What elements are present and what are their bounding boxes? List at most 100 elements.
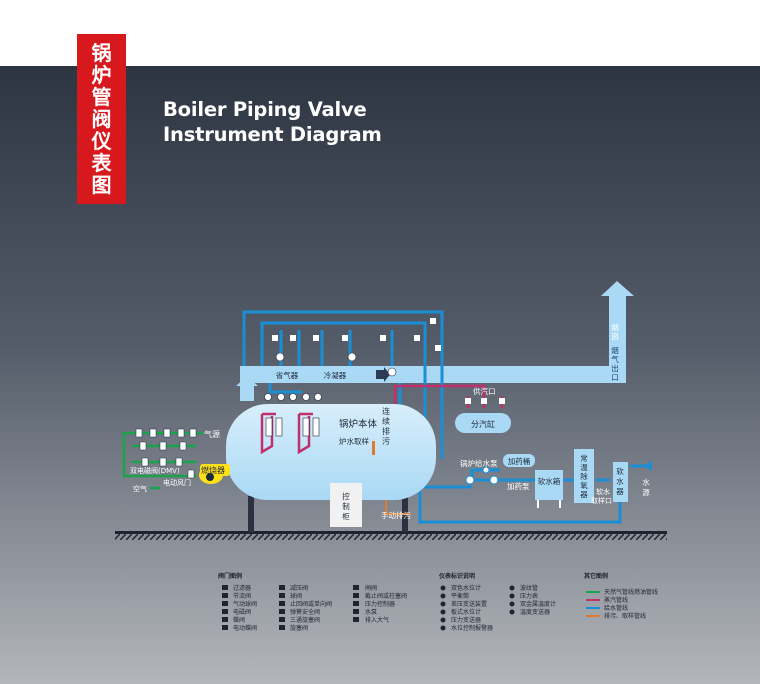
- legend-valve-item: 气动球阀: [233, 600, 257, 608]
- legend-valve-item: 过滤器: [233, 584, 251, 592]
- manual-blowdown-pipe: [385, 500, 410, 515]
- legend-instrument-item: 压力表: [520, 592, 538, 600]
- manual-blowdown-label: 手动排污: [381, 510, 411, 520]
- economizer-label: 省气器: [276, 370, 299, 380]
- water-source-arrow-icon: [644, 461, 652, 471]
- flue-outlet-label: 烟 气 出 口: [611, 346, 619, 382]
- flue-duct: [236, 281, 634, 401]
- steam-header-label: 分汽缸: [471, 419, 495, 429]
- title-line-2: Instrument Diagram: [163, 123, 382, 146]
- badge-char: 管: [91, 85, 112, 109]
- legend-others: 其它图例 天然气管线燃油管线 蒸汽管线 给水管线 排污、取样管线: [584, 572, 658, 620]
- water-char-1: 源: [642, 488, 650, 497]
- gas-source-label: 气源: [204, 429, 220, 439]
- legend-others-title: 其它图例: [584, 572, 608, 580]
- chimney-char-1: 囱: [611, 331, 619, 341]
- legend-valve-item: 三通旋塞阀: [290, 616, 320, 624]
- top-instruments: [264, 393, 322, 401]
- cabinet-char-2: 柜: [342, 511, 350, 521]
- badge-char: 阀: [91, 107, 112, 131]
- chimney-char-0: 烟: [611, 323, 619, 332]
- deaerator: [574, 449, 594, 503]
- air-damper-label: 电动风门: [163, 478, 191, 487]
- legend-line-item: 给水管线: [604, 604, 628, 612]
- burner-label: 燃烧器: [201, 465, 225, 475]
- legend-instrument-item: 压力变送器: [451, 616, 481, 624]
- soft-sample-line-0: 软水: [596, 487, 610, 496]
- legend-instrument-item: 板式水位计: [451, 608, 481, 616]
- chimney-label: 烟 囱: [611, 323, 619, 341]
- badge-char: 表: [91, 151, 112, 175]
- legend-valve-item: 蝶阀: [233, 616, 245, 624]
- legend-instrument-item: 温度变送器: [520, 608, 550, 616]
- legend-valve-item: 水泵: [365, 608, 377, 616]
- flue-arrow-icon: [376, 367, 390, 382]
- ground-hatch: [115, 534, 667, 540]
- legend-valve-item: 减压阀: [290, 584, 308, 592]
- boiler-support-left: [248, 496, 254, 532]
- boiler-body-label: 锅炉本体: [339, 418, 378, 430]
- legend-instrument-icons: [440, 585, 515, 631]
- furnace-sample-label: 炉水取样: [339, 436, 369, 446]
- softener-char-0: 软: [616, 466, 624, 476]
- page-title: Boiler Piping Valve Instrument Diagram: [163, 97, 382, 147]
- legend-instrument-item: 平衡筒: [451, 592, 469, 600]
- condenser-label: 冷凝器: [324, 370, 347, 380]
- softener: [613, 462, 628, 502]
- soft-water-tank-label: 软水箱: [538, 476, 561, 486]
- legend-valve-item: 止回阀或单向阀: [290, 600, 332, 608]
- flue-char-2: 出: [611, 363, 619, 373]
- steam-header: [455, 413, 511, 433]
- legend-line-item: 天然气管线燃油管线: [604, 588, 658, 596]
- blowdown-char-2: 排: [382, 426, 390, 436]
- legend-valve-item: 电动蝶阀: [233, 624, 257, 632]
- legend-valve-item: 压力控制器: [365, 600, 395, 608]
- legend-valves: 阀门图例 过滤器 节流阀 气动球阀 电磁阀 蝶阀 电动蝶阀 减压阀 球阀 止回阀…: [218, 572, 407, 632]
- softener-char-2: 器: [616, 487, 624, 496]
- deaerator-label: 常 温 除 氧 器: [580, 454, 588, 499]
- water-char-0: 水: [642, 477, 650, 487]
- top-valves: [272, 318, 441, 351]
- gas-valves: [135, 428, 197, 479]
- burner: [199, 464, 230, 484]
- deaerator-char-2: 除: [580, 471, 588, 481]
- water-source-label: 水 源: [642, 477, 650, 497]
- legend-valve-item: 旋塞阀: [290, 624, 308, 632]
- badge-char: 图: [91, 173, 112, 197]
- control-cabinet: [330, 483, 362, 527]
- legend-valve-item: 节流阀: [233, 592, 251, 600]
- dmv-label: 双电磁阀(DMV): [130, 466, 180, 475]
- deaerator-char-3: 氧: [580, 480, 588, 490]
- steam-valves: [465, 398, 505, 404]
- dosing-tank: [503, 454, 535, 467]
- feed-pumps: [465, 466, 499, 485]
- legend-line-item: 蒸汽管线: [604, 596, 628, 604]
- soft-water-tank: [535, 470, 563, 500]
- legend-instrument-item: 双金属温度计: [520, 600, 556, 608]
- legend-instruments-title: 仪表标识说明: [438, 572, 475, 580]
- cabinet-char-1: 制: [342, 501, 350, 511]
- deaerator-char-4: 器: [580, 490, 588, 499]
- soft-sample-label: 软水 取样口: [591, 487, 612, 505]
- legend-valves-title: 阀门图例: [218, 572, 242, 580]
- dosing-tank-label: 加药桶: [508, 456, 531, 466]
- softener-char-1: 水: [616, 476, 624, 486]
- legend-instrument-item: 波纹管: [520, 584, 538, 592]
- deaerator-char-0: 常: [580, 454, 588, 463]
- control-cabinet-label: 控 制 柜: [342, 491, 350, 521]
- flue-char-0: 烟: [611, 346, 619, 355]
- ground-line: [115, 531, 667, 534]
- blowdown-char-3: 污: [382, 436, 390, 446]
- dosing-pump-label: 加药泵: [507, 481, 530, 491]
- flue-char-1: 气: [611, 354, 619, 364]
- badge-char: 炉: [91, 63, 112, 87]
- blowdown-char-1: 续: [382, 416, 390, 426]
- legend-valve-item: 球阀: [290, 592, 302, 600]
- legend-valve-item: 电磁阀: [233, 608, 251, 616]
- badge-char: 锅: [91, 41, 112, 65]
- economizer-box: [272, 368, 302, 381]
- cabinet-char-0: 控: [342, 491, 350, 501]
- legend-line-item: 排污、取样管线: [604, 612, 646, 620]
- legend-valve-item: 截止阀或柱塞阀: [365, 592, 407, 600]
